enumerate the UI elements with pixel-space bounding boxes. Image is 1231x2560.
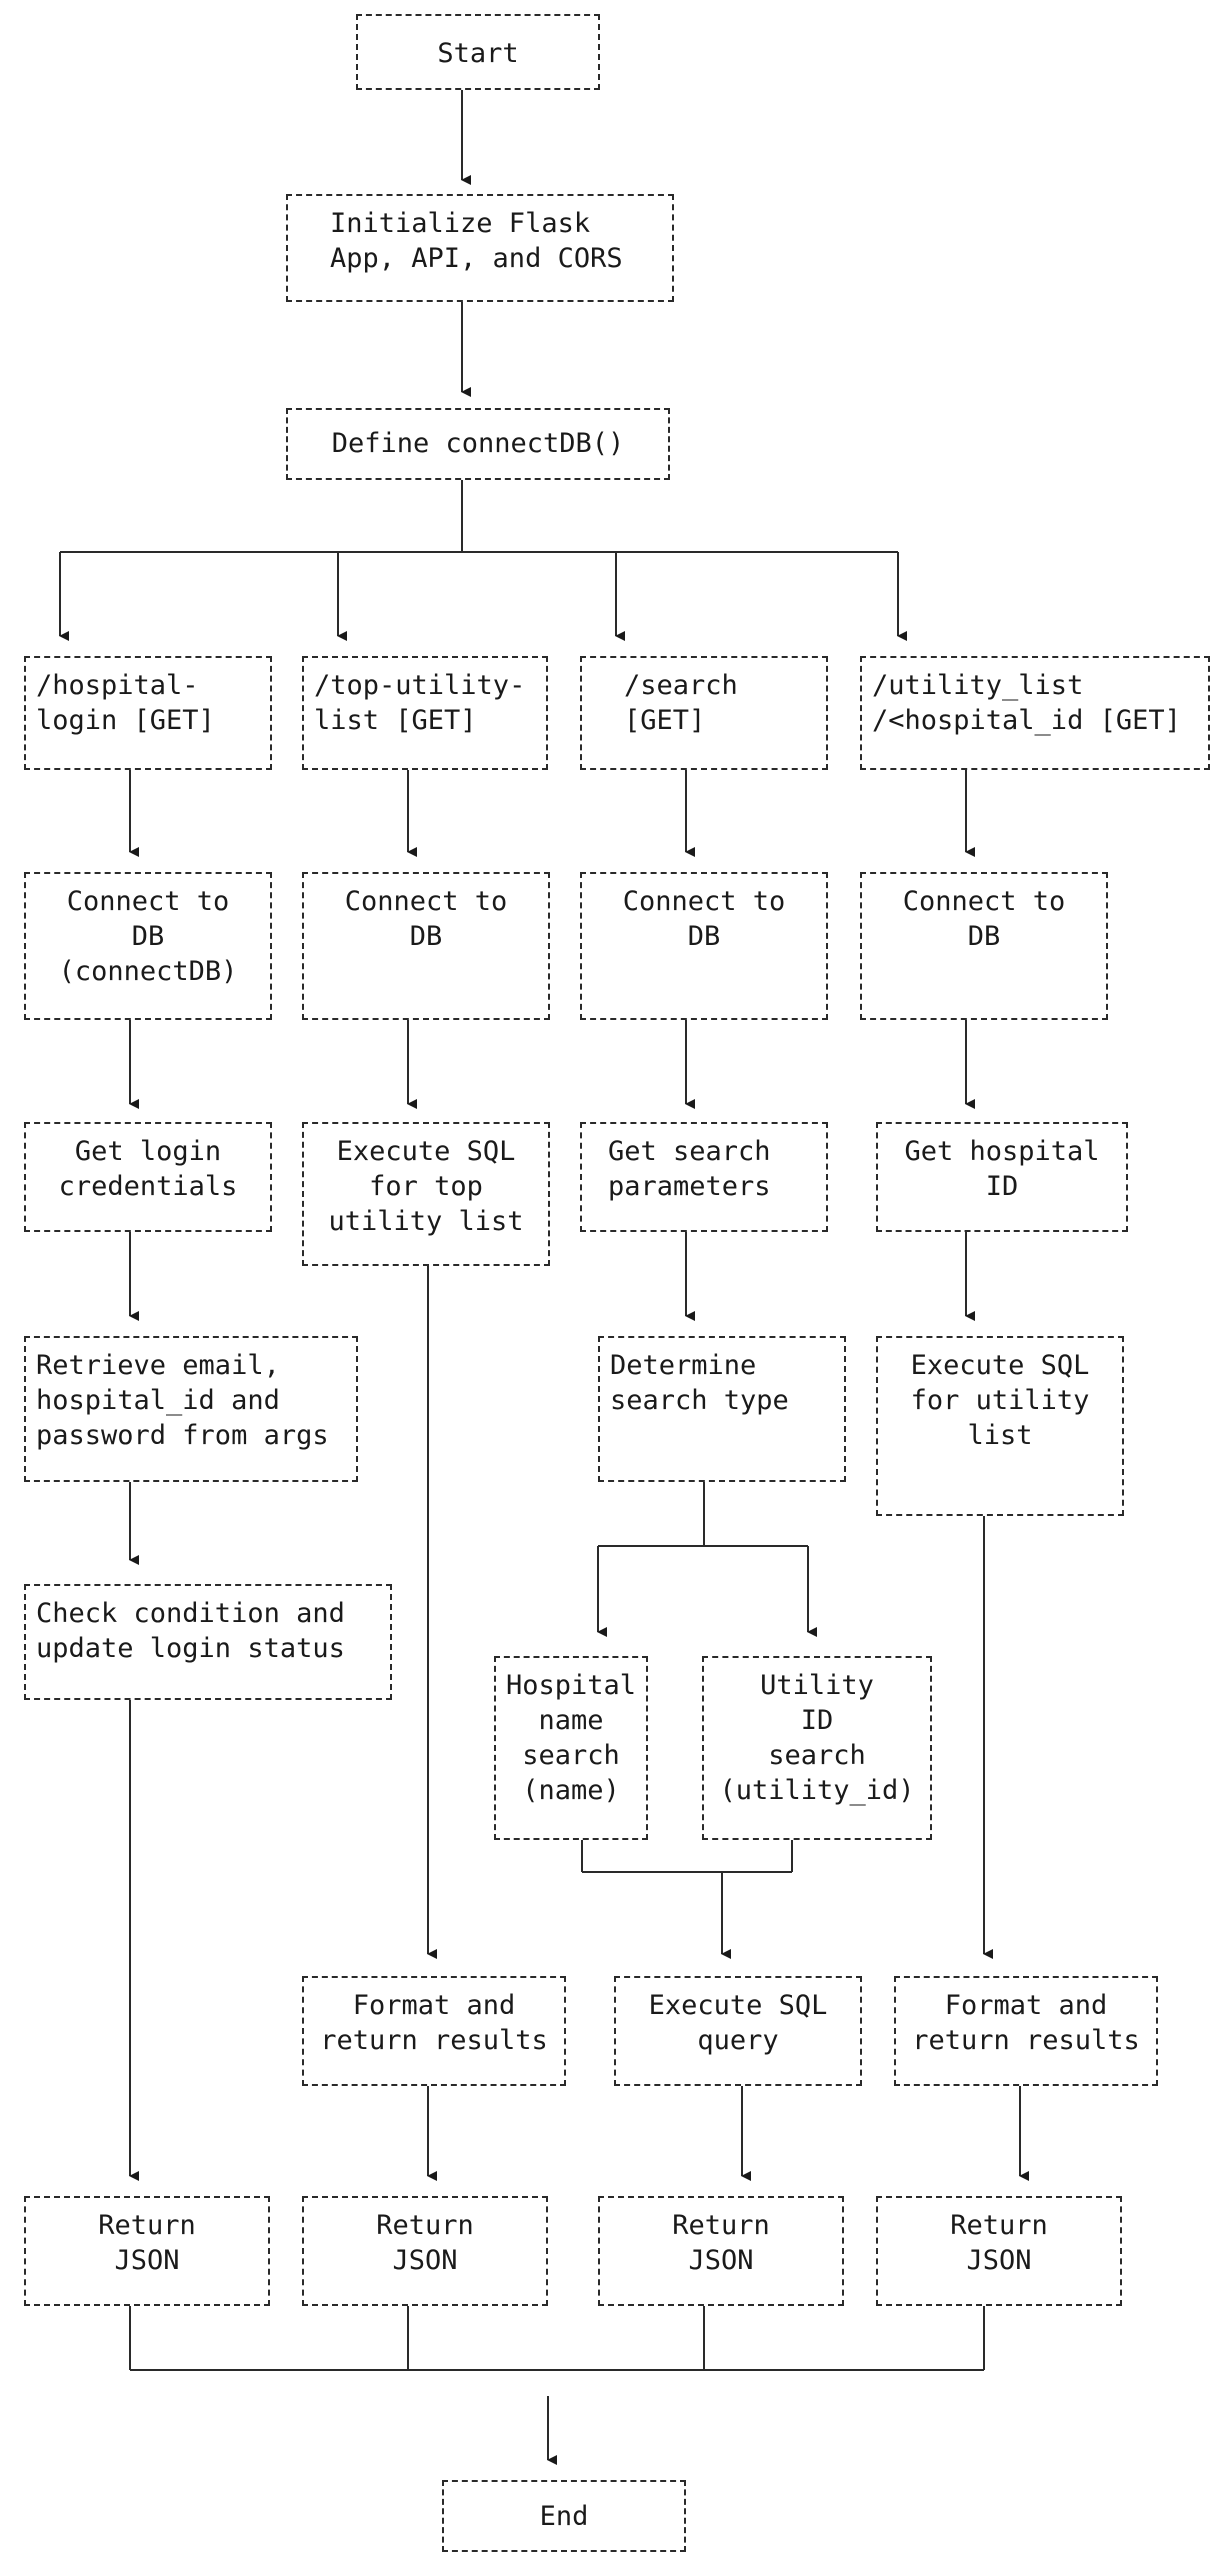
node-format-results-2: Format and return results (894, 1976, 1158, 2086)
node-execute-sql-top: Execute SQL for top utility list (302, 1122, 550, 1266)
node-connect-db-2: Connect to DB (302, 872, 550, 1020)
node-end: End (442, 2480, 686, 2552)
node-connect-db-1: Connect to DB (connectDB) (24, 872, 272, 1020)
node-hospital-name-search: Hospital name search (name) (494, 1656, 648, 1840)
node-return-json-1: Return JSON (24, 2196, 270, 2306)
node-return-json-2: Return JSON (302, 2196, 548, 2306)
node-start: Start (356, 14, 600, 90)
node-connect-db-4: Connect to DB (860, 872, 1108, 1020)
node-retrieve-args: Retrieve email, hospital_id and password… (24, 1336, 358, 1482)
node-define-connectdb: Define connectDB() (286, 408, 670, 480)
node-get-hospital-id: Get hospital ID (876, 1122, 1128, 1232)
node-format-results-1: Format and return results (302, 1976, 566, 2086)
node-return-json-3: Return JSON (598, 2196, 844, 2306)
node-determine-search-type: Determine search type (598, 1336, 846, 1482)
node-route-top-utility-list: /top-utility- list [GET] (302, 656, 548, 770)
node-execute-sql-utility: Execute SQL for utility list (876, 1336, 1124, 1516)
node-check-login-status: Check condition and update login status (24, 1584, 392, 1700)
node-route-hospital-login: /hospital- login [GET] (24, 656, 272, 770)
node-init: Initialize Flask App, API, and CORS (286, 194, 674, 302)
node-execute-sql-query: Execute SQL query (614, 1976, 862, 2086)
node-route-search: /search [GET] (580, 656, 828, 770)
node-get-search-parameters: Get search parameters (580, 1122, 828, 1232)
node-get-login-credentials: Get login credentials (24, 1122, 272, 1232)
node-connect-db-3: Connect to DB (580, 872, 828, 1020)
node-return-json-4: Return JSON (876, 2196, 1122, 2306)
node-utility-id-search: Utility ID search (utility_id) (702, 1656, 932, 1840)
node-route-utility-list: /utility_list /<hospital_id [GET] (860, 656, 1210, 770)
